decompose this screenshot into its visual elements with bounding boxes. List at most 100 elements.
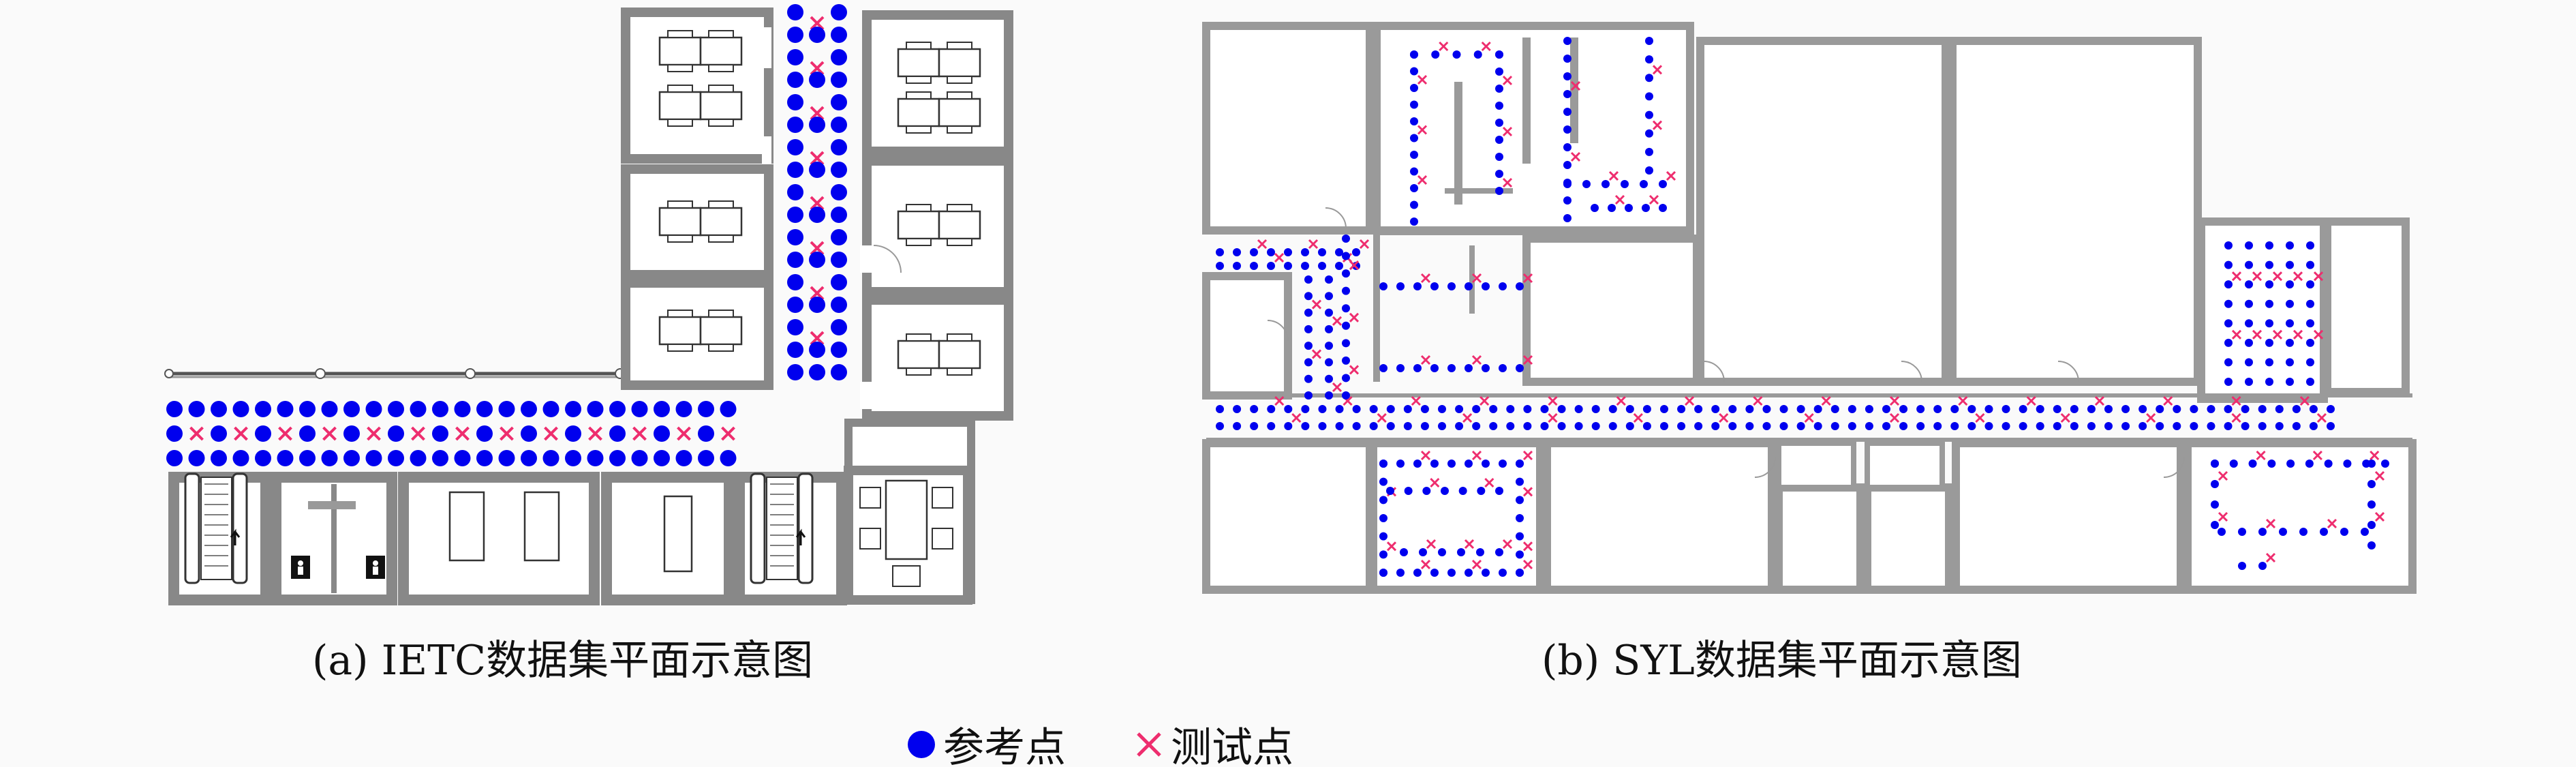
reference-point xyxy=(831,252,847,268)
reference-point xyxy=(2138,405,2147,413)
test-point xyxy=(367,426,381,441)
reference-point xyxy=(2190,405,2198,413)
reference-point xyxy=(321,401,338,417)
reference-point xyxy=(2305,460,2314,468)
reference-point xyxy=(166,401,183,417)
reference-point xyxy=(2286,460,2295,468)
reference-point xyxy=(1745,405,1754,413)
reference-point xyxy=(211,401,227,417)
reference-point xyxy=(2381,460,2389,468)
reference-point xyxy=(1301,248,1309,256)
reference-point xyxy=(2286,241,2294,250)
reference-point xyxy=(1516,514,1524,522)
reference-point xyxy=(1640,180,1648,188)
test-point xyxy=(2231,329,2242,340)
reference-point xyxy=(2258,528,2267,536)
reference-point xyxy=(410,401,427,417)
reference-point xyxy=(698,401,714,417)
reference-point xyxy=(1516,532,1524,541)
reference-point xyxy=(1516,477,1524,486)
reference-point xyxy=(2002,405,2010,413)
reference-point xyxy=(1369,422,1378,430)
reference-point xyxy=(1216,422,1224,430)
test-point xyxy=(1522,541,1533,552)
reference-point xyxy=(1250,422,1259,430)
test-point xyxy=(1411,395,1421,406)
reference-point xyxy=(2156,422,2164,430)
reference-point xyxy=(2306,280,2314,289)
test-point xyxy=(1614,194,1625,205)
reference-point xyxy=(1591,405,1600,413)
reference-point xyxy=(787,342,803,358)
reference-point xyxy=(2265,241,2273,250)
reference-point xyxy=(299,425,316,442)
reference-point xyxy=(2245,378,2253,386)
reference-point xyxy=(565,450,581,466)
reference-point xyxy=(2138,422,2147,430)
test-point xyxy=(1311,349,1322,359)
reference-point xyxy=(1301,405,1310,413)
reference-point xyxy=(2267,460,2276,468)
reference-point xyxy=(1642,204,1650,212)
test-point xyxy=(1359,239,1370,250)
reference-point xyxy=(787,139,803,155)
test-point xyxy=(1616,395,1626,406)
reference-point xyxy=(809,342,825,358)
test-point xyxy=(2218,511,2228,522)
test-point xyxy=(544,426,558,441)
reference-point xyxy=(675,401,692,417)
reference-point xyxy=(831,297,847,313)
test-point xyxy=(1377,412,1387,423)
test-point xyxy=(1502,75,1513,86)
reference-point xyxy=(1984,405,1993,413)
reference-point xyxy=(1516,282,1524,290)
reference-point xyxy=(498,450,515,466)
reference-point xyxy=(2224,319,2233,328)
test-point xyxy=(455,426,470,441)
reference-point xyxy=(1396,460,1405,468)
reference-point xyxy=(1563,214,1571,222)
test-point xyxy=(1502,177,1513,188)
test-point xyxy=(2374,470,2385,481)
test-point xyxy=(2370,450,2380,461)
test-point xyxy=(1479,395,1490,406)
reference-point xyxy=(831,139,847,155)
reference-point xyxy=(1677,422,1686,430)
reference-point xyxy=(2211,500,2219,509)
reference-point xyxy=(1342,286,1350,295)
test-point xyxy=(500,426,514,441)
reference-point xyxy=(1413,364,1422,372)
reference-point xyxy=(2211,460,2219,468)
reference-point xyxy=(1523,405,1532,413)
reference-point xyxy=(1660,405,1668,413)
reference-point xyxy=(787,252,803,268)
reference-point xyxy=(1516,496,1524,505)
reference-point xyxy=(2211,521,2219,529)
reference-point xyxy=(1563,37,1571,45)
legend-reference: 参考点 xyxy=(906,715,1066,767)
reference-point xyxy=(2286,319,2294,328)
reference-point xyxy=(277,401,294,417)
reference-point xyxy=(2367,541,2376,550)
reference-point xyxy=(2265,358,2273,367)
legend: 参考点 测试点 xyxy=(906,715,1293,767)
reference-point xyxy=(1495,187,1503,195)
reference-point xyxy=(2224,338,2233,347)
caption-a: (a) IETC数据集平面示意图 xyxy=(312,637,814,685)
reference-point xyxy=(675,450,692,466)
test-point xyxy=(2146,412,2156,423)
test-point xyxy=(1430,477,1440,488)
reference-point xyxy=(2241,422,2250,430)
reference-point xyxy=(1352,422,1361,430)
reference-point xyxy=(1447,364,1456,372)
reference-point xyxy=(2245,241,2253,250)
reference-point xyxy=(2306,241,2314,250)
reference-point xyxy=(2265,299,2273,308)
reference-point xyxy=(2224,405,2233,413)
reference-point xyxy=(1335,422,1344,430)
test-point xyxy=(2231,395,2241,406)
reference-point xyxy=(1847,422,1856,430)
reference-point xyxy=(2036,422,2044,430)
reference-point xyxy=(2245,280,2253,289)
reference-point xyxy=(277,450,294,466)
